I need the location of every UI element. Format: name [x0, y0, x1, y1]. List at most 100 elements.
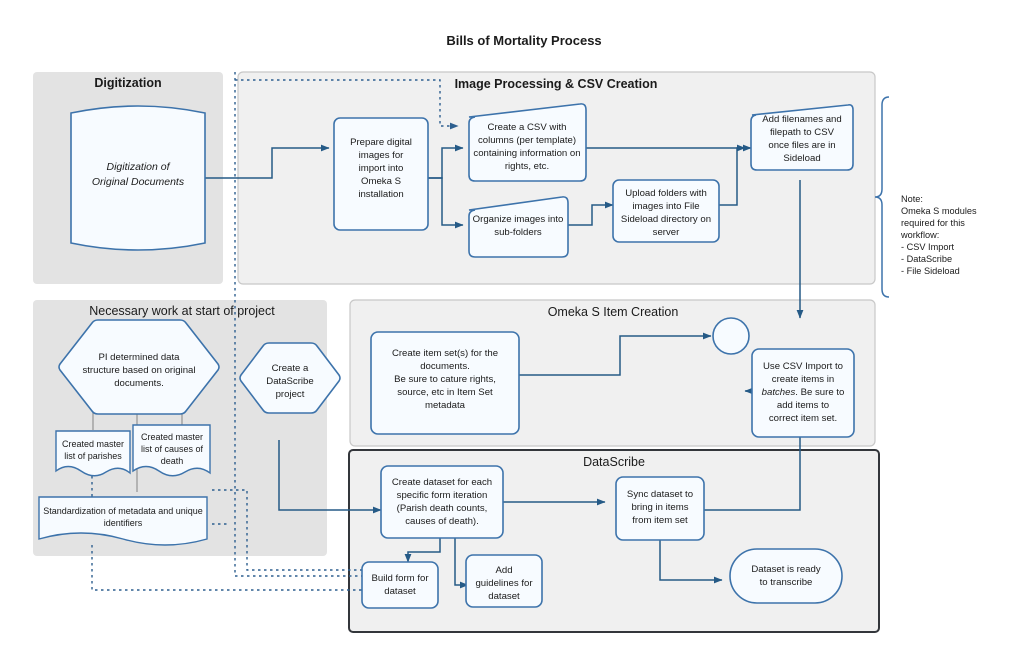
node-master-parishes-l2: list of parishes [64, 451, 122, 461]
node-digitization-documents[interactable] [70, 105, 206, 251]
node-master-causes[interactable] [132, 424, 211, 477]
node-upload-folders[interactable] [612, 179, 720, 243]
node-standardization-l2: identifiers [104, 518, 143, 528]
group-omeka-item-creation-label: Omeka S Item Creation [548, 305, 679, 319]
dashed-edge-to-createcsv [235, 79, 459, 130]
node-sync-dataset-l3: from item set [632, 515, 688, 526]
note-line-5: - DataScribe [901, 254, 952, 264]
node-create-csv-l3: containing information on [473, 148, 580, 159]
node-pi-structure[interactable] [58, 319, 220, 415]
node-upload-folders-l2: images into File [632, 201, 699, 212]
group-datascribe-label: DataScribe [583, 455, 645, 469]
node-prepare-images-l4: Omeka S [361, 176, 401, 187]
node-add-guidelines-l3: dataset [488, 591, 520, 602]
edge-datascribeproject-to-createdataset [278, 440, 382, 514]
node-csv-import-l5: correct item set. [769, 413, 837, 424]
node-create-datascribe-project[interactable] [239, 342, 341, 414]
node-sync-dataset[interactable] [615, 476, 705, 541]
page-title: Bills of Mortality Process [446, 33, 601, 48]
node-csv-import[interactable] [751, 348, 855, 438]
node-create-item-sets-l1: Create item set(s) for the [392, 348, 498, 359]
node-csv-import-l4: add items to [777, 400, 829, 411]
edge-upload-to-addfilenames [718, 144, 752, 206]
node-create-dataset-l2: specific form iteration [397, 490, 488, 501]
node-create-datascribe-project-l1: Create a [272, 363, 309, 374]
node-master-causes-l2: list of causes of [141, 444, 204, 454]
edge-sync-to-datasetready [659, 540, 723, 584]
dashed-causes-to-buildform [212, 489, 380, 574]
node-create-item-sets[interactable] [370, 331, 520, 435]
node-add-filenames-l4: Sideload [783, 153, 820, 164]
node-csv-import-l1: Use CSV Import to [763, 361, 843, 372]
node-csv-import-l3: batches. Be sure to [762, 387, 845, 398]
node-add-guidelines[interactable] [465, 554, 543, 608]
note-line-3: workflow: [900, 230, 939, 240]
node-dataset-ready-l2: to transcribe [760, 577, 813, 588]
node-organize-images[interactable] [468, 196, 569, 258]
node-pi-structure-l1: PI determined data [98, 352, 180, 363]
dashed-standardization-to-buildform [91, 545, 380, 594]
note-brace [874, 96, 890, 298]
note-line-0: Note: [901, 194, 923, 204]
node-add-filenames-l2: filepath to CSV [770, 127, 835, 138]
node-create-datascribe-project-l3: project [276, 389, 305, 400]
group-necessary-work-label: Necessary work at start of project [89, 304, 275, 318]
node-master-parishes-l1: Created master [62, 439, 124, 449]
node-add-guidelines-l2: guidelines for [475, 578, 533, 589]
node-create-dataset-l1: Create dataset for each [392, 477, 492, 488]
node-build-form-l1: Build form for [371, 573, 429, 584]
node-build-form[interactable] [361, 561, 439, 609]
node-create-csv-l2: columns (per template) [478, 135, 576, 146]
node-master-parishes[interactable] [55, 430, 131, 477]
note-line-2: required for this [901, 218, 965, 228]
node-prepare-images-l2: images for [359, 150, 405, 161]
node-prepare-images[interactable] [333, 117, 429, 231]
node-upload-folders-l1: Upload folders with [625, 188, 707, 199]
node-build-form-l2: dataset [384, 586, 416, 597]
node-upload-folders-l4: server [653, 227, 680, 238]
node-master-causes-l1: Created master [141, 432, 203, 442]
node-add-guidelines-l1: Add [495, 565, 512, 576]
node-merge-junction[interactable] [712, 317, 750, 355]
node-create-csv[interactable] [468, 103, 587, 182]
group-image-processing-label: Image Processing & CSV Creation [455, 77, 658, 91]
node-create-item-sets-l5: metadata [425, 400, 466, 411]
node-create-item-sets-l4: source, etc in Item Set [397, 387, 493, 398]
node-pi-structure-l3: documents. [114, 378, 164, 389]
node-digitization-documents-line2: Original Documents [92, 176, 185, 188]
edge-createdataset-to-guidelines [454, 537, 469, 589]
node-dataset-ready-l1: Dataset is ready [751, 564, 821, 575]
node-csv-import-l3-italic: batches [762, 387, 796, 398]
group-digitization-label: Digitization [94, 76, 161, 90]
node-master-causes-l3: death [161, 456, 184, 466]
node-add-filenames-l3: once files are in [768, 140, 835, 151]
node-organize-images-l1: Organize images into [473, 214, 564, 225]
edge-itemsets-to-junction [516, 332, 712, 376]
node-create-item-sets-l2: documents. [420, 361, 470, 372]
node-organize-images-l2: sub-folders [494, 227, 542, 238]
node-create-dataset-l3: (Parish death counts, [397, 503, 488, 514]
node-standardization-l1: Standardization of metadata and unique [43, 506, 203, 516]
node-pi-structure-l2: structure based on original [82, 365, 195, 376]
node-prepare-images-l1: Prepare digital [350, 137, 412, 148]
edge-csvimport-to-sync [679, 437, 801, 514]
node-prepare-images-l5: installation [358, 189, 403, 200]
node-prepare-images-l3: import into [359, 163, 404, 174]
node-create-dataset[interactable] [380, 465, 504, 539]
edge-prepare-to-organize [427, 177, 464, 229]
edge-digitization-to-prepare [205, 144, 330, 179]
node-add-filenames-l1: Add filenames and [762, 114, 841, 125]
edge-createdataset-to-buildform [404, 537, 441, 563]
note-line-4: - CSV Import [901, 242, 955, 252]
node-upload-folders-l3: Sideload directory on [621, 214, 711, 225]
node-create-dataset-l4: causes of death). [405, 516, 479, 527]
node-standardization[interactable] [38, 496, 208, 546]
node-digitization-documents-line1: Digitization of [106, 161, 170, 173]
node-sync-dataset-l2: bring in items [631, 502, 688, 513]
edge-organize-to-upload [568, 201, 614, 226]
node-add-filenames[interactable] [750, 104, 854, 171]
note-line-1: Omeka S modules [901, 206, 977, 216]
node-dataset-ready[interactable] [729, 548, 843, 604]
note-line-6: - File Sideload [901, 266, 960, 276]
